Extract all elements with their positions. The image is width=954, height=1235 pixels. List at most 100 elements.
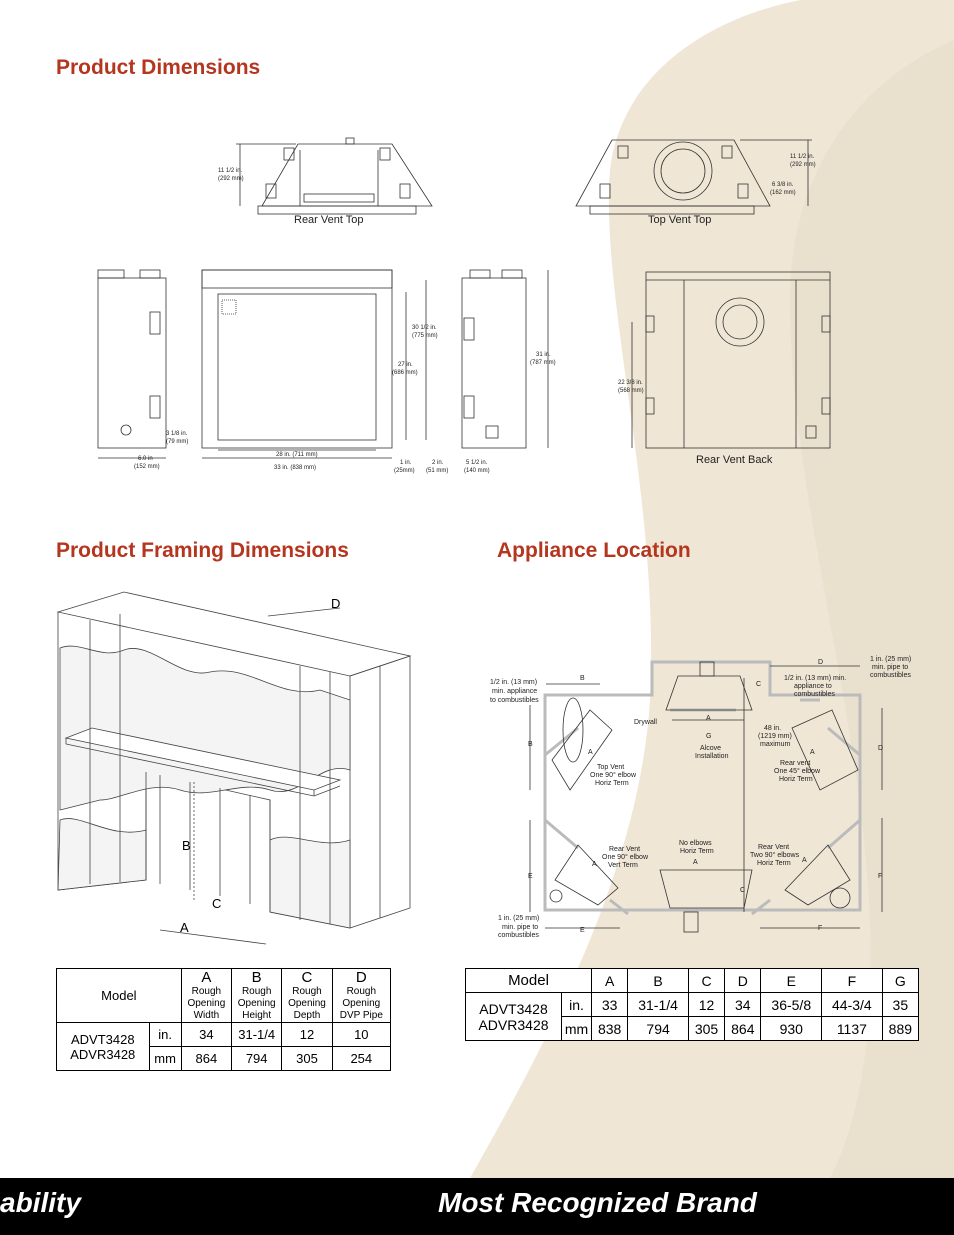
location-note: Two 90° elbows bbox=[750, 851, 800, 859]
location-letter: E bbox=[580, 927, 585, 934]
footer-tagline-right: Most Recognized Brand bbox=[438, 1187, 757, 1218]
framing-label-b: B bbox=[182, 838, 191, 853]
dim-text: 33 in. (838 mm) bbox=[274, 465, 316, 471]
value-cell: 35 bbox=[881, 992, 920, 1017]
value-cell: 838 bbox=[590, 1016, 629, 1041]
value-cell: 31-1/4 bbox=[627, 992, 689, 1017]
location-note: Rear Vent bbox=[758, 844, 789, 851]
location-note: No elbows bbox=[679, 840, 712, 847]
location-note: 1 in. (25 mm) bbox=[498, 915, 539, 922]
framing-dimensions-heading: Product Framing Dimensions bbox=[56, 539, 349, 562]
dim-text: (51 mm) bbox=[426, 468, 448, 474]
side-view-right bbox=[461, 269, 549, 449]
location-note: maximum bbox=[760, 741, 791, 748]
location-note: min. appliance bbox=[492, 688, 537, 695]
rear-vent-top-caption: Rear Vent Top bbox=[294, 214, 364, 226]
dim-text: 22 3/8 in. bbox=[618, 380, 643, 386]
rear-vent-top-drawing bbox=[236, 137, 433, 215]
location-note: Drywall bbox=[634, 719, 657, 726]
framing-drawing bbox=[56, 591, 412, 945]
table-row: mm 864 794 305 254 bbox=[57, 1046, 392, 1071]
appliance-location-heading: Appliance Location bbox=[497, 539, 691, 562]
model-header: Model bbox=[56, 968, 182, 1023]
column-header: B bbox=[627, 968, 689, 993]
top-vent-top-drawing bbox=[575, 139, 812, 215]
table-header-row: Model A B C D E F G bbox=[465, 968, 920, 993]
column-header: C bbox=[687, 968, 726, 993]
framing-label-d: D bbox=[331, 596, 340, 611]
location-letter: A bbox=[693, 859, 698, 866]
location-letter: A bbox=[592, 861, 597, 868]
value-cell: 12 bbox=[687, 992, 726, 1017]
location-letter: B bbox=[528, 741, 533, 748]
rear-vent-back-caption: Rear Vent Back bbox=[696, 454, 773, 466]
side-view-left bbox=[97, 269, 167, 459]
dim-text: (787 mm) bbox=[530, 360, 556, 366]
location-note: Horiz Term bbox=[779, 776, 813, 783]
footer-tagline-left: ability bbox=[0, 1187, 81, 1218]
dim-text: (568 mm) bbox=[618, 388, 644, 394]
value-cell: 889 bbox=[881, 1016, 920, 1041]
location-letter: D bbox=[878, 745, 883, 752]
unit-cell: in. bbox=[561, 992, 592, 1017]
value-cell: 254 bbox=[331, 1046, 392, 1071]
dim-text: 28 in. (711 mm) bbox=[276, 452, 318, 458]
dim-text: 27 in. bbox=[398, 362, 413, 368]
location-letter: B bbox=[580, 675, 585, 682]
framing-label-c: C bbox=[212, 896, 221, 911]
location-note: combustibles bbox=[794, 691, 835, 698]
unit-cell: in. bbox=[148, 1022, 182, 1047]
dim-text: 30 1/2 in. bbox=[412, 325, 437, 331]
top-vent-top-caption: Top Vent Top bbox=[648, 214, 711, 226]
column-header: F bbox=[821, 968, 883, 993]
value-cell: 1137 bbox=[821, 1016, 883, 1041]
dim-text: 1 in. bbox=[400, 460, 412, 466]
dim-text: (152 mm) bbox=[134, 464, 160, 470]
value-cell: 864 bbox=[724, 1016, 762, 1041]
value-cell: 34 bbox=[724, 992, 762, 1017]
location-note: 1/2 in. (13 mm) min. bbox=[784, 675, 846, 682]
dim-text: 2 in. bbox=[432, 460, 444, 466]
location-note: combustibles bbox=[870, 672, 911, 679]
dim-text: 6.0 in bbox=[138, 456, 153, 462]
location-letter: E bbox=[528, 873, 533, 880]
appliance-location-drawing bbox=[543, 660, 862, 916]
rear-vent-back-drawing bbox=[631, 271, 831, 449]
value-cell: 305 bbox=[281, 1046, 333, 1071]
value-cell: 36-5/8 bbox=[760, 992, 823, 1017]
dim-text: 3 1/8 in. bbox=[166, 431, 188, 437]
location-note: Vert Term bbox=[608, 862, 638, 869]
dim-text: (162 mm) bbox=[770, 190, 796, 196]
framing-label-a: A bbox=[180, 920, 189, 935]
value-cell: 44-3/4 bbox=[821, 992, 883, 1017]
footer-band bbox=[0, 1178, 954, 1235]
column-header: G bbox=[881, 968, 920, 993]
dim-text: (686 mm) bbox=[392, 370, 418, 376]
technical-drawings: 11 1/2 in. (292 mm) 11 1/2 in. (292 mm) … bbox=[56, 137, 911, 945]
location-note: min. pipe to bbox=[872, 664, 908, 671]
location-note: appliance to bbox=[794, 683, 832, 690]
value-cell: 34 bbox=[180, 1022, 233, 1047]
value-cell: 10 bbox=[331, 1022, 392, 1047]
location-note: One 90° elbow bbox=[590, 771, 637, 779]
table-row: mm 838 794 305 864 930 1137 889 bbox=[466, 1016, 920, 1041]
location-letter: F bbox=[818, 925, 822, 932]
location-note: (1219 mm) bbox=[758, 733, 792, 740]
front-view bbox=[201, 269, 427, 459]
location-letter: A bbox=[706, 715, 711, 722]
model-header: Model bbox=[465, 968, 592, 993]
dim-text: (775 mm) bbox=[412, 333, 438, 339]
location-note: Rear Vent bbox=[609, 846, 640, 853]
location-letter: A bbox=[802, 857, 807, 864]
location-letter: G bbox=[706, 733, 711, 740]
location-letter: C bbox=[740, 887, 745, 894]
background-swoosh bbox=[470, 0, 954, 1178]
dim-text: 11 1/2 in. bbox=[790, 154, 815, 160]
location-note: to combustibles bbox=[490, 697, 539, 704]
value-cell: 794 bbox=[231, 1046, 283, 1071]
column-header: A bbox=[590, 968, 629, 993]
